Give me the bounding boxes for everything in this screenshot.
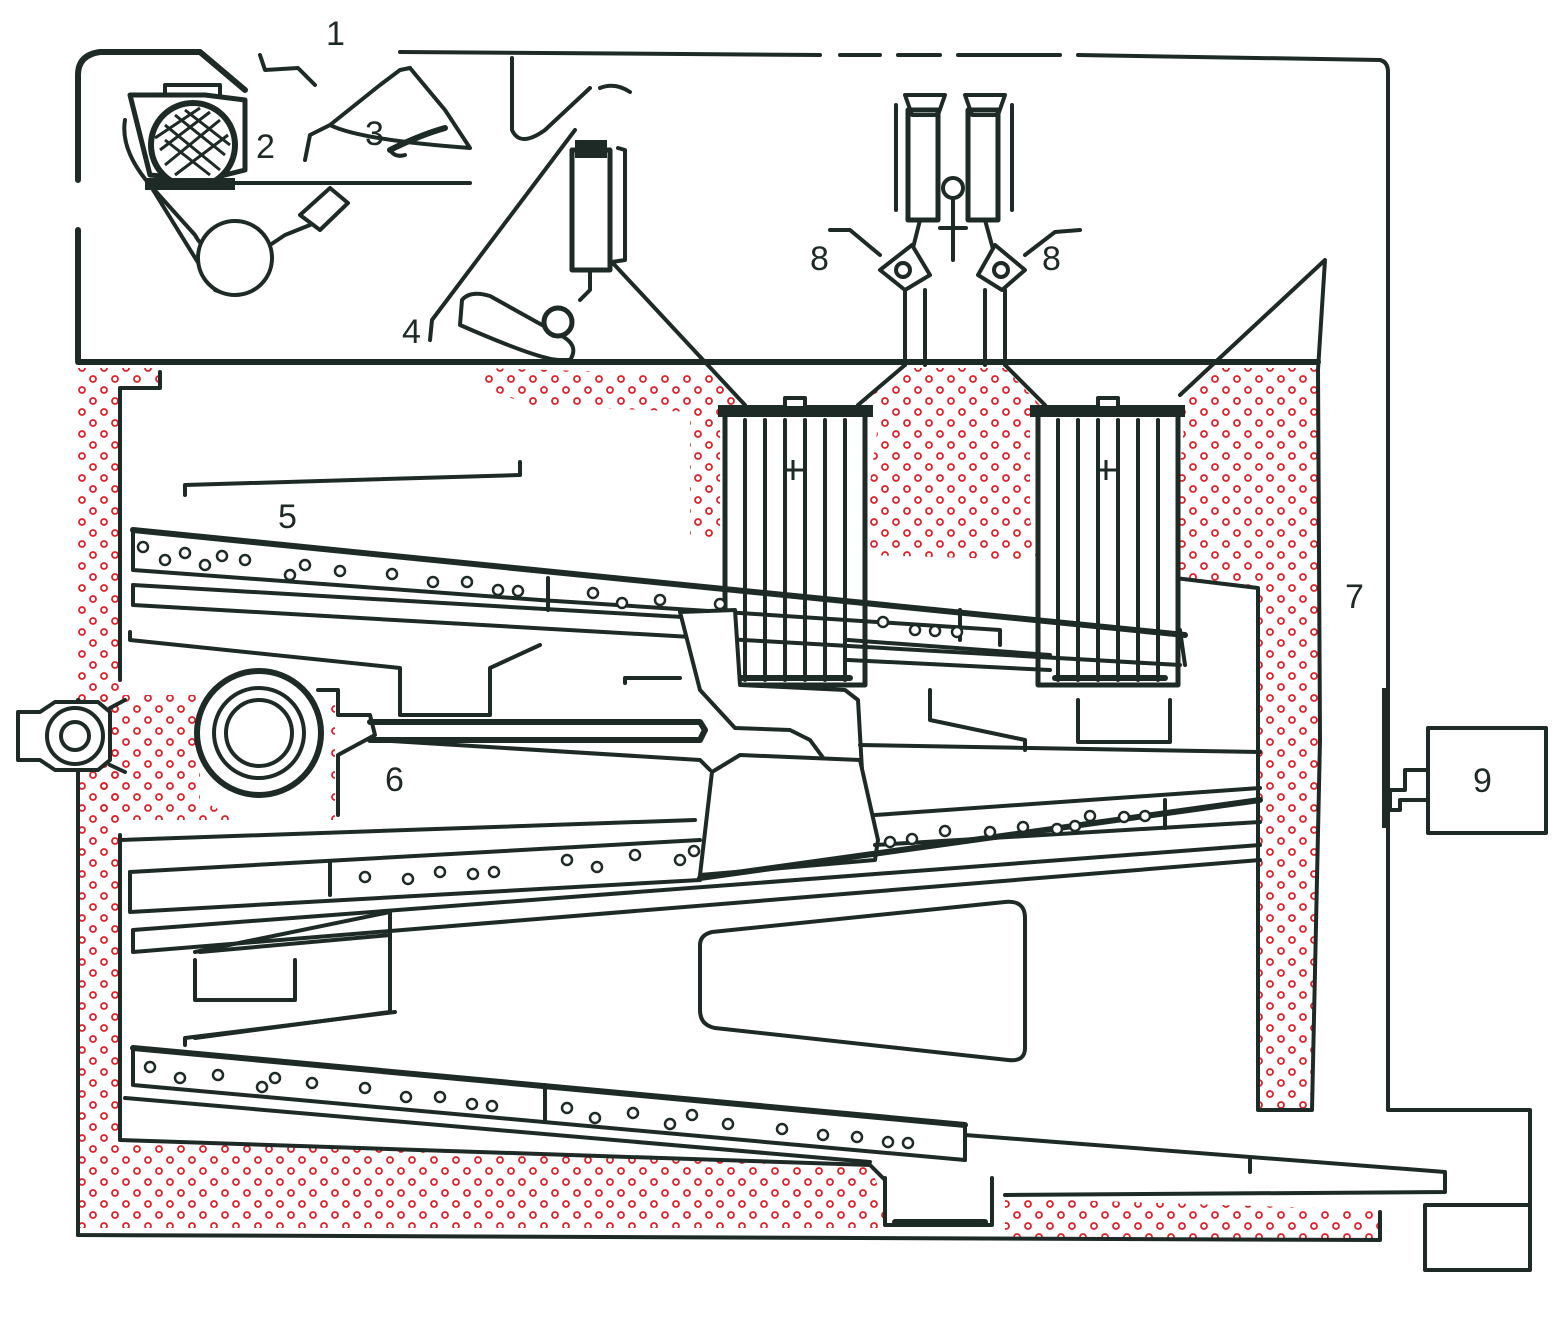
inspection-window [698, 899, 1027, 1063]
insulation-center [865, 368, 1040, 560]
label-8-right: 8 [1042, 240, 1061, 278]
callout-labels: 1 2 3 4 5 6 7 8 8 9 [256, 15, 1492, 800]
base-box [1423, 1203, 1532, 1272]
label-7: 7 [1345, 578, 1364, 616]
label-8-left: 8 [810, 240, 829, 278]
rollers [136, 540, 1152, 1150]
middle-conveyor [118, 688, 1263, 1047]
label-3: 3 [365, 115, 384, 153]
insulation-bottom-right [1005, 1198, 1380, 1240]
label-6: 6 [385, 761, 404, 799]
upper-conveyor [128, 460, 1188, 717]
fan-grille [154, 106, 231, 177]
label-1: 1 [326, 15, 345, 53]
drive-motor [1382, 688, 1548, 835]
insulation-right [1175, 368, 1320, 1110]
label-4: 4 [402, 313, 421, 351]
label-5: 5 [278, 498, 297, 536]
label-2: 2 [256, 128, 275, 166]
center-diverter [623, 608, 880, 877]
fan-unit [122, 83, 472, 297]
door-actuator [428, 128, 747, 407]
side-motor [16, 698, 127, 774]
label-9: 9 [1473, 762, 1492, 800]
right-funnel [1178, 258, 1327, 397]
insulation-burner [100, 690, 335, 820]
insulation-upper-shelf [485, 368, 745, 540]
burner-shaft [194, 668, 1262, 817]
filter-basket-right [1030, 396, 1185, 688]
lower-conveyor [123, 1045, 1447, 1227]
exhaust-stack [510, 56, 632, 141]
feed-hopper [258, 53, 472, 162]
twin-cylinders [828, 93, 1082, 407]
